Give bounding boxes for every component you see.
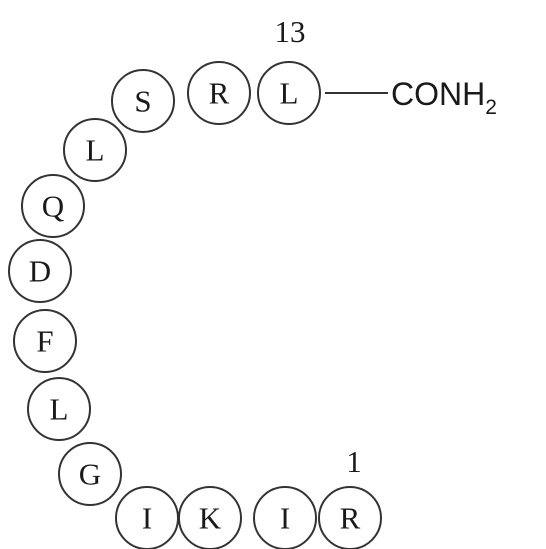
residue-5: G bbox=[58, 442, 122, 506]
residue-circle bbox=[8, 239, 72, 303]
c-terminal-group-label: CONH bbox=[391, 76, 485, 112]
residue-3: K bbox=[178, 486, 242, 549]
residue-letter: Q bbox=[42, 189, 64, 224]
residue-4: I bbox=[115, 486, 179, 549]
residue-2: I bbox=[253, 486, 317, 549]
residue-8: D bbox=[8, 239, 72, 303]
residue-10: L bbox=[63, 118, 127, 182]
residue-letter: I bbox=[280, 501, 290, 536]
residue-12: R bbox=[187, 61, 251, 125]
residue-circle bbox=[27, 377, 91, 441]
residue-letter: F bbox=[36, 324, 53, 359]
residue-9: Q bbox=[21, 174, 85, 238]
residue-11: S bbox=[111, 69, 175, 133]
residue-7: F bbox=[13, 309, 77, 373]
residue-circle bbox=[21, 174, 85, 238]
residue-1: R bbox=[318, 486, 382, 549]
residue-letter: K bbox=[199, 501, 222, 536]
residue-6: L bbox=[27, 377, 91, 441]
residue-letter: L bbox=[280, 76, 299, 111]
residue-circle bbox=[58, 442, 122, 506]
residue-letter: L bbox=[86, 133, 105, 168]
residue-letter: I bbox=[142, 501, 152, 536]
residue-letter: R bbox=[209, 76, 230, 111]
residue-circle bbox=[63, 118, 127, 182]
residue-circle bbox=[318, 486, 382, 549]
residue-circle bbox=[13, 309, 77, 373]
residue-letter: S bbox=[134, 84, 151, 119]
end-position-number: 13 bbox=[275, 14, 306, 49]
residue-circle bbox=[111, 69, 175, 133]
residue-circle bbox=[187, 61, 251, 125]
residue-letter: D bbox=[29, 254, 51, 289]
c-terminal-subscript: 2 bbox=[485, 96, 497, 119]
residue-13: L bbox=[257, 61, 321, 125]
residue-circle bbox=[115, 486, 179, 549]
residue-letter: R bbox=[340, 501, 361, 536]
residue-circle bbox=[253, 486, 317, 549]
residue-letter: G bbox=[79, 457, 101, 492]
residue-circle bbox=[257, 61, 321, 125]
c-terminal-group: CONH2 bbox=[391, 76, 497, 119]
residue-letter: L bbox=[50, 392, 69, 427]
start-position-number: 1 bbox=[346, 444, 362, 479]
